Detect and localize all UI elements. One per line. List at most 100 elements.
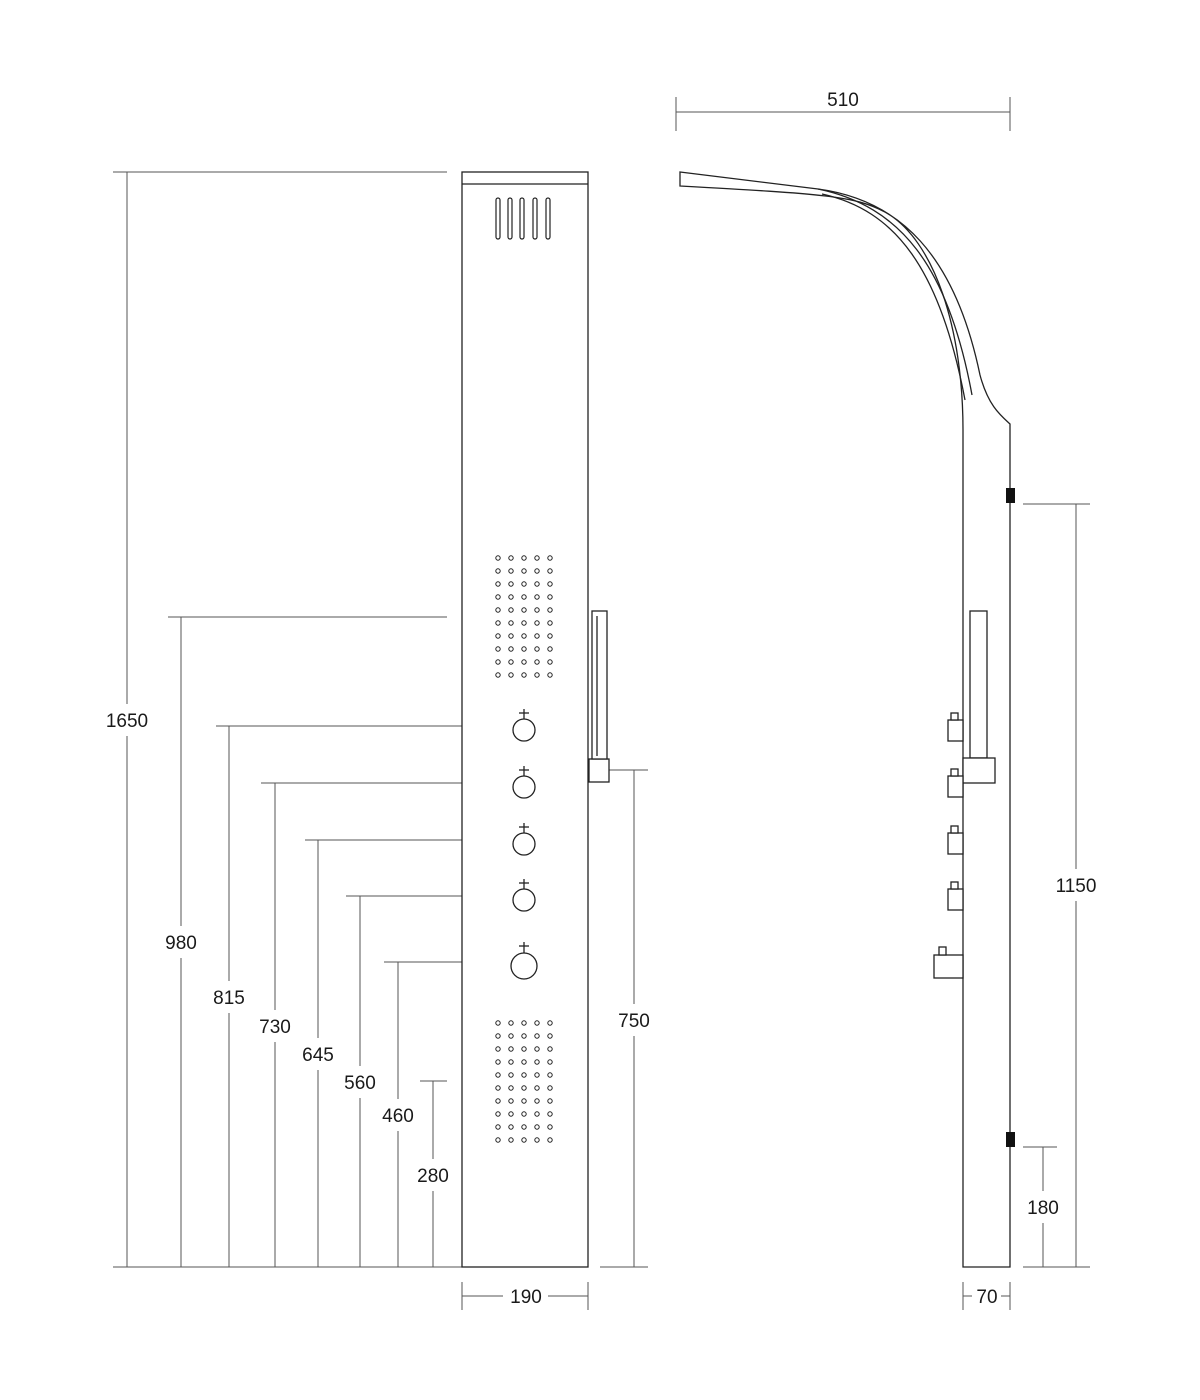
side-dimension-labels: 510 1150 180 70 — [827, 90, 1096, 1308]
jet-nozzle — [521, 568, 527, 574]
jet-nozzle — [534, 1137, 540, 1143]
jet-nozzle — [547, 1072, 553, 1078]
jet-nozzle — [534, 555, 540, 561]
jet-nozzle — [521, 633, 527, 639]
jet-nozzle — [495, 646, 501, 652]
dim-980: 980 — [165, 933, 197, 954]
jet-nozzle — [495, 1072, 501, 1078]
jet-nozzle — [534, 1111, 540, 1117]
jet-nozzle — [495, 594, 501, 600]
jet-nozzle — [495, 620, 501, 626]
panel-profile — [679, 171, 1011, 1268]
jet-nozzle — [521, 1059, 527, 1065]
jet-nozzle — [508, 607, 514, 613]
knob-side-4[interactable] — [947, 881, 964, 911]
jet-nozzle — [547, 594, 553, 600]
jet-nozzle — [534, 1098, 540, 1104]
jet-nozzle — [534, 1059, 540, 1065]
jet-nozzle — [495, 1085, 501, 1091]
jet-nozzle — [534, 646, 540, 652]
jet-nozzle — [508, 1085, 514, 1091]
wall-bracket-lower — [1006, 1132, 1015, 1147]
jet-nozzle — [547, 1033, 553, 1039]
control-knob-4[interactable] — [512, 879, 536, 912]
jet-nozzle — [547, 568, 553, 574]
jet-nozzle — [547, 1085, 553, 1091]
jet-nozzle — [508, 568, 514, 574]
jet-nozzle — [521, 1111, 527, 1117]
jet-nozzle — [508, 1020, 514, 1026]
jet-nozzle — [547, 555, 553, 561]
jet-nozzle — [547, 1137, 553, 1143]
jet-nozzle — [534, 633, 540, 639]
dim-total-height: 1650 — [106, 711, 148, 732]
dim-460: 460 — [382, 1106, 414, 1127]
dim-730: 730 — [259, 1017, 291, 1038]
jet-nozzle — [495, 1020, 501, 1026]
thermostatic-knob-side[interactable] — [933, 946, 964, 979]
jet-nozzle — [547, 607, 553, 613]
jet-nozzle — [521, 620, 527, 626]
jet-nozzle — [547, 672, 553, 678]
jet-nozzle — [534, 568, 540, 574]
jet-nozzle — [508, 1124, 514, 1130]
jet-nozzle — [547, 1020, 553, 1026]
side-view: 510 1150 180 70 — [675, 90, 1096, 1310]
jet-nozzle — [521, 1124, 527, 1130]
jet-nozzle — [534, 594, 540, 600]
jet-nozzle — [534, 1124, 540, 1130]
control-knob-1[interactable] — [512, 709, 536, 742]
jet-nozzle — [508, 620, 514, 626]
knob-side-3[interactable] — [947, 825, 964, 855]
jet-nozzle — [508, 1059, 514, 1065]
control-knob-3[interactable] — [512, 823, 536, 856]
knob-side-1[interactable] — [947, 712, 964, 742]
dim-280: 280 — [417, 1166, 449, 1187]
dim-815: 815 — [213, 988, 245, 1009]
jet-nozzle — [508, 581, 514, 587]
jet-nozzle — [508, 659, 514, 665]
jet-nozzle — [521, 672, 527, 678]
jet-nozzle — [495, 1124, 501, 1130]
body-jets-lower — [495, 1020, 553, 1143]
jet-nozzle — [508, 646, 514, 652]
jet-nozzle — [547, 633, 553, 639]
dim-bottom-bracket: 180 — [1027, 1198, 1059, 1219]
jet-nozzle — [495, 1033, 501, 1039]
front-dimension-labels: 1650 980 815 730 645 560 460 280 750 190 — [106, 711, 650, 1308]
jet-nozzle — [495, 568, 501, 574]
jet-nozzle — [547, 1059, 553, 1065]
jet-nozzle — [495, 633, 501, 639]
jet-nozzle — [534, 581, 540, 587]
jet-nozzle — [547, 1111, 553, 1117]
dim-645: 645 — [302, 1045, 334, 1066]
jet-nozzle — [495, 581, 501, 587]
jet-nozzle — [534, 1020, 540, 1026]
jet-nozzle — [495, 555, 501, 561]
jet-nozzle — [508, 1046, 514, 1052]
jet-nozzle — [547, 620, 553, 626]
thermostatic-knob[interactable] — [510, 942, 538, 980]
side-dimension-lines — [675, 97, 1090, 1310]
jet-nozzle — [521, 555, 527, 561]
jet-nozzle — [547, 1124, 553, 1130]
jet-nozzle — [521, 594, 527, 600]
jet-nozzle — [495, 659, 501, 665]
jet-nozzle — [521, 1020, 527, 1026]
knob-side-2[interactable] — [947, 768, 964, 798]
jet-nozzle — [521, 1046, 527, 1052]
jet-nozzle — [508, 1111, 514, 1117]
jet-nozzle — [495, 672, 501, 678]
front-view: 1650 980 815 730 645 560 460 280 750 190 — [106, 171, 650, 1310]
jet-nozzle — [508, 1033, 514, 1039]
control-knob-2[interactable] — [512, 766, 536, 799]
jet-nozzle — [508, 633, 514, 639]
shower-panel-front — [461, 171, 589, 1268]
jet-nozzle — [508, 1098, 514, 1104]
jet-nozzle — [534, 659, 540, 665]
jet-nozzle — [495, 1046, 501, 1052]
dim-width: 190 — [510, 1287, 542, 1308]
jet-nozzle — [547, 581, 553, 587]
dim-560: 560 — [344, 1073, 376, 1094]
